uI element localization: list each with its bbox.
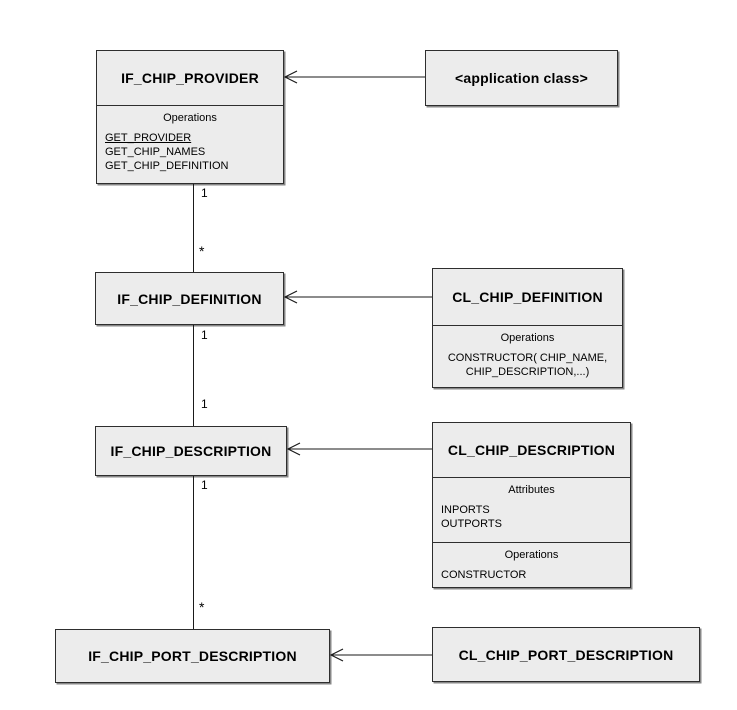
compartment-label: Operations (500, 332, 555, 344)
class-title: IF_CHIP_DESCRIPTION (110, 443, 272, 459)
operation-item: CHIP_DESCRIPTION,...) (465, 366, 590, 378)
association-line-definition-description (193, 325, 194, 426)
dependency-arrow-cl-port-to-if-port (330, 647, 432, 663)
open-arrowhead-icon (284, 290, 432, 304)
operation-item: GET_CHIP_NAMES (105, 146, 206, 158)
operation-list: GET_PROVIDER GET_CHIP_NAMES GET_CHIP_DEF… (105, 131, 275, 173)
multiplicity-label: * (197, 599, 207, 615)
open-arrowhead-icon (287, 442, 432, 456)
class-title: <application class> (455, 70, 588, 86)
attributes-compartment: Attributes INPORTS OUTPORTS (433, 477, 630, 542)
multiplicity-label: * (197, 243, 207, 259)
class-box-if-chip-port-description: IF_CHIP_PORT_DESCRIPTION (55, 629, 330, 683)
dependency-arrow-application-to-provider (284, 69, 425, 85)
class-box-if-chip-provider: IF_CHIP_PROVIDER Operations GET_PROVIDER… (96, 50, 284, 184)
open-arrowhead-icon (330, 648, 432, 662)
class-box-cl-chip-port-description: CL_CHIP_PORT_DESCRIPTION (432, 627, 700, 682)
compartment-label: Operations (163, 112, 217, 124)
multiplicity-label: 1 (199, 397, 210, 411)
operations-compartment: Operations GET_PROVIDER GET_CHIP_NAMES G… (97, 105, 283, 183)
attribute-list: INPORTS OUTPORTS (441, 503, 622, 531)
class-title: IF_CHIP_DEFINITION (117, 290, 262, 307)
class-title: IF_CHIP_PORT_DESCRIPTION (88, 648, 297, 664)
operation-item: GET_PROVIDER (105, 132, 192, 144)
dependency-arrow-cl-description-to-if-description (287, 441, 432, 457)
association-line-description-port (193, 476, 194, 629)
operation-item: CONSTRUCTOR( CHIP_NAME, (447, 352, 608, 364)
multiplicity-label: 1 (199, 186, 210, 200)
operation-item: GET_CHIP_DEFINITION (105, 160, 229, 172)
compartment-label: Operations (504, 549, 559, 561)
class-box-if-chip-description: IF_CHIP_DESCRIPTION (95, 426, 287, 476)
class-box-if-chip-definition: IF_CHIP_DEFINITION (95, 272, 284, 325)
attribute-item: OUTPORTS (441, 518, 502, 530)
class-box-cl-chip-definition: CL_CHIP_DEFINITION Operations CONSTRUCTO… (432, 268, 623, 388)
operation-list: CONSTRUCTOR (441, 568, 622, 582)
operation-item: CONSTRUCTOR (441, 569, 527, 581)
multiplicity-label: 1 (199, 328, 210, 342)
open-arrowhead-icon (284, 70, 425, 84)
class-box-application-class: <application class> (425, 50, 618, 106)
association-line-provider-definition (193, 184, 194, 272)
class-title: CL_CHIP_DEFINITION (452, 289, 603, 305)
operation-list: CONSTRUCTOR( CHIP_NAME, CHIP_DESCRIPTION… (441, 351, 614, 379)
class-title: CL_CHIP_PORT_DESCRIPTION (458, 646, 674, 663)
class-box-cl-chip-description: CL_CHIP_DESCRIPTION Attributes INPORTS O… (432, 422, 631, 588)
class-title: CL_CHIP_DESCRIPTION (447, 442, 616, 458)
compartment-label: Attributes (508, 484, 555, 496)
operations-compartment: Operations CONSTRUCTOR( CHIP_NAME, CHIP_… (433, 325, 622, 387)
multiplicity-label: 1 (199, 478, 210, 492)
class-title: IF_CHIP_PROVIDER (121, 70, 259, 86)
attribute-item: INPORTS (441, 504, 490, 516)
operations-compartment: Operations CONSTRUCTOR (433, 542, 630, 587)
dependency-arrow-cl-definition-to-if-definition (284, 289, 432, 305)
